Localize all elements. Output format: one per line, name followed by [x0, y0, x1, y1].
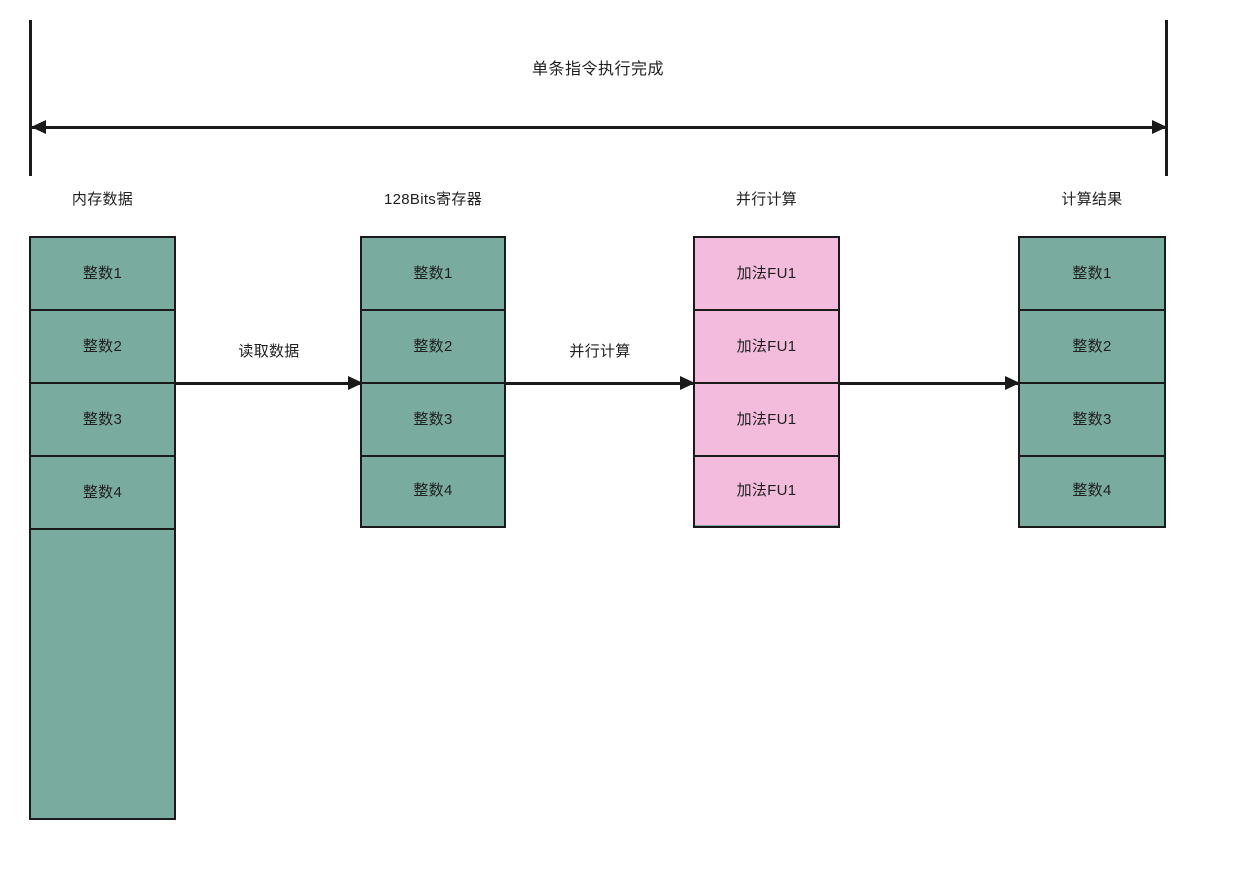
register-cell[interactable]: 整数3: [362, 384, 504, 457]
span-label: 单条指令执行完成: [531, 61, 664, 78]
memory-cell[interactable]: 整数2: [31, 311, 174, 384]
parallel-cell[interactable]: 加法FU1: [695, 457, 838, 525]
column-title-parallel: 并行计算: [735, 191, 798, 208]
column-title-result: 计算结果: [1061, 191, 1123, 208]
column-title-memory: 内存数据: [71, 191, 134, 208]
column-title-register: 128Bits寄存器: [383, 191, 483, 208]
memory-stack: 整数1 整数2 整数3 整数4: [29, 236, 176, 820]
span-right-tick: [1165, 20, 1168, 176]
flow-arrow-to-result: [840, 377, 1020, 389]
memory-cell-empty[interactable]: [31, 530, 174, 817]
flow-arrow-parallel-compute: 并行计算: [506, 343, 695, 389]
parallel-cell[interactable]: 加法FU1: [695, 384, 838, 457]
result-cell[interactable]: 整数1: [1020, 238, 1164, 311]
register-stack: 整数1 整数2 整数3 整数4: [360, 236, 506, 528]
flow-arrow-read-data: 读取数据: [176, 343, 363, 389]
parallel-cell[interactable]: 加法FU1: [695, 311, 838, 384]
memory-cell[interactable]: 整数1: [31, 238, 174, 311]
memory-cell[interactable]: 整数3: [31, 384, 174, 457]
result-stack: 整数1 整数2 整数3 整数4: [1018, 236, 1166, 528]
register-cell[interactable]: 整数1: [362, 238, 504, 311]
parallel-cell[interactable]: 加法FU1: [695, 238, 838, 311]
register-cell[interactable]: 整数4: [362, 457, 504, 525]
parallel-stack: 加法FU1 加法FU1 加法FU1 加法FU1: [693, 236, 840, 528]
result-cell[interactable]: 整数2: [1020, 311, 1164, 384]
result-cell[interactable]: 整数4: [1020, 457, 1164, 525]
register-cell[interactable]: 整数2: [362, 311, 504, 384]
span-left-tick: [29, 20, 32, 176]
flow-label-parallel-compute: 并行计算: [569, 343, 631, 360]
result-cell[interactable]: 整数3: [1020, 384, 1164, 457]
flow-label-read-data: 读取数据: [238, 343, 300, 360]
memory-cell[interactable]: 整数4: [31, 457, 174, 530]
span-double-arrow: [31, 120, 1167, 134]
